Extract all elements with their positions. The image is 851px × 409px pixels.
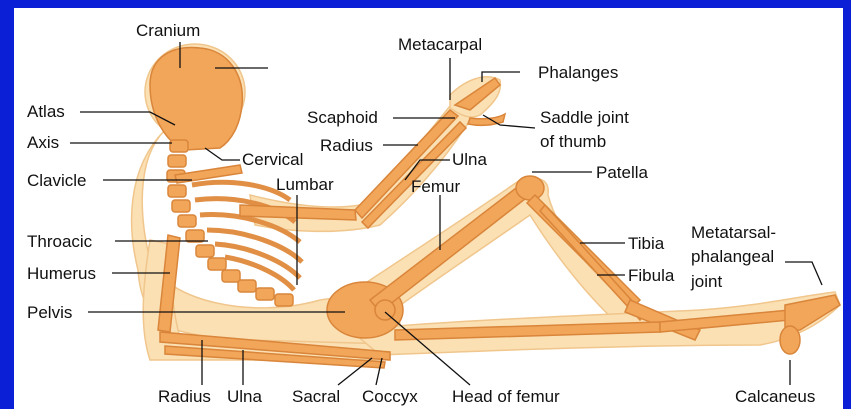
label-metatarsal-line1: Metatarsal- [691,223,776,242]
raised-ulna-bone [362,122,466,228]
label-pelvis: Pelvis [27,303,72,322]
label-scaphoid: Scaphoid [307,108,378,127]
label-lumbar: Lumbar [276,175,334,194]
label-metatarsal-line2: phalangeal [691,247,774,266]
label-ulna-arm: Ulna [452,150,488,169]
patella-bone [516,176,544,200]
label-cervical: Cervical [242,150,303,169]
femur-head [375,300,395,320]
label-femur: Femur [411,177,460,196]
label-saddle-joint-line2: of thumb [540,132,606,151]
label-calcaneus: Calcaneus [735,387,815,406]
label-fibula: Fibula [628,266,675,285]
label-throacic: Throacic [27,232,93,251]
label-metatarsal-line3: joint [690,272,722,291]
label-axis: Axis [27,133,59,152]
label-coccyx: Coccyx [362,387,418,406]
label-clavicle: Clavicle [27,171,87,190]
label-metacarpal: Metacarpal [398,35,482,54]
calcaneus-bone [780,326,800,354]
label-atlas: Atlas [27,102,65,121]
rib-bones [192,182,302,290]
label-head-of-femur: Head of femur [452,387,560,406]
label-ulna-bottom: Ulna [227,387,263,406]
label-sacral: Sacral [292,387,340,406]
label-patella: Patella [596,163,649,182]
label-cranium: Cranium [136,21,200,40]
label-radius-bottom: Radius [158,387,211,406]
label-saddle-joint-line1: Saddle joint [540,108,629,127]
label-radius-arm: Radius [320,136,373,155]
label-phalanges: Phalanges [538,63,618,82]
label-humerus: Humerus [27,264,96,283]
label-tibia: Tibia [628,234,665,253]
skull-bone [150,47,242,150]
